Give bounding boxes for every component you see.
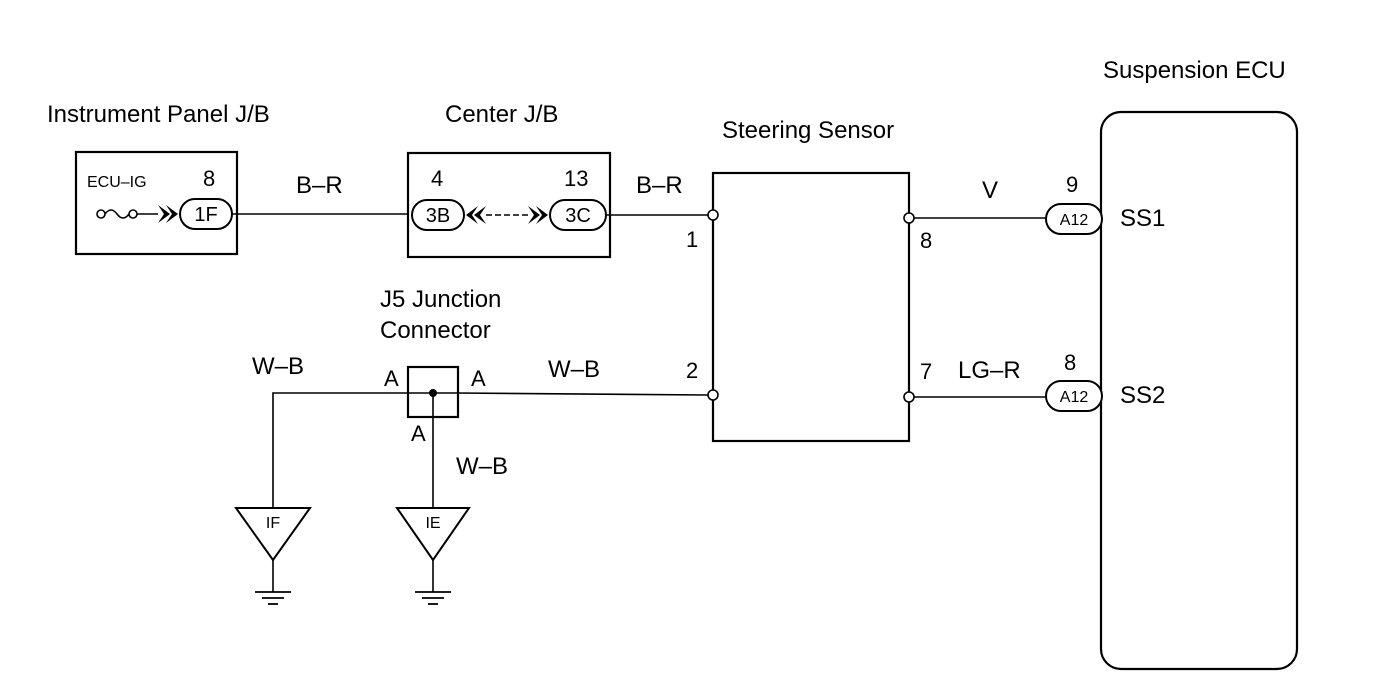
instrument-panel-jb-box [74, 150, 239, 256]
center-jb-pin-13: 13 [564, 166, 588, 191]
wire-label-w-b-if: W–B [252, 353, 304, 380]
junction-title-line2: Connector [380, 317, 491, 344]
ecu-ss1-label: SS1 [1120, 205, 1165, 232]
ground-if: IF [234, 507, 312, 605]
ground-ie-triangle [395, 507, 471, 562]
steering-sensor-title: Steering Sensor [722, 117, 894, 144]
ecu-pin-8: 8 [1064, 350, 1076, 375]
ground-if-triangle [234, 507, 312, 562]
steering-sensor-box [711, 171, 911, 443]
j5-junction-connector: J5 Junction Connector A A A [380, 286, 501, 446]
center-jb-box [406, 151, 612, 259]
ground-ie-label: IE [425, 515, 440, 532]
wire-label-w-b-sensor: W–B [548, 356, 600, 383]
suspension-ecu-title: Suspension ECU [1103, 57, 1286, 84]
wire-label-v: V [982, 177, 998, 204]
ground-ie: IE [395, 507, 471, 605]
ground-icon [415, 591, 451, 605]
center-jb-title: Center J/B [445, 101, 558, 128]
ecu-ig-fuse-label: ECU–IG [87, 174, 147, 191]
wire-label-lg-r: LG–R [958, 357, 1021, 384]
ground-if-label: IF [266, 515, 280, 532]
sensor-pin-8: 8 [920, 228, 932, 253]
wire-junction-to-if [272, 392, 408, 508]
connector-3b-label: 3B [426, 205, 450, 227]
sensor-pin-1: 1 [686, 227, 698, 252]
junction-terminal-bottom: A [411, 421, 426, 446]
ground-icon [255, 591, 291, 605]
junction-terminal-left: A [384, 366, 399, 391]
connector-a12-ss2-label: A12 [1060, 389, 1089, 406]
fuse-icon [96, 209, 158, 219]
instrument-panel-jb-title: Instrument Panel J/B [47, 101, 270, 128]
junction-terminal-right: A [471, 366, 486, 391]
instrument-panel-jb: Instrument Panel J/B ECU–IG 8 1F [47, 101, 270, 256]
connector-1f-label: 1F [194, 204, 217, 226]
wire-label-w-b-ie: W–B [456, 453, 508, 480]
sensor-pin-2: 2 [686, 358, 698, 383]
ecu-ss2-label: SS2 [1120, 382, 1165, 409]
ecu-pin-9: 9 [1066, 172, 1078, 197]
connector-arrow-icon [158, 205, 178, 223]
sensor-pin-7: 7 [920, 359, 932, 384]
ip-jb-pin-8: 8 [203, 166, 215, 191]
wire-label-b-r-2: B–R [636, 172, 683, 199]
wire-label-b-r-1: B–R [296, 172, 343, 199]
connector-a12-ss2 [1045, 380, 1103, 412]
connector-a12-ss1 [1045, 203, 1103, 235]
connector-a12-ss1-label: A12 [1060, 212, 1089, 229]
connector-arrow-icon [466, 206, 548, 224]
wire-junction-to-sensor [457, 392, 709, 396]
sensor-terminal-8 [903, 212, 915, 224]
center-jb-pin-4: 4 [431, 166, 443, 191]
sensor-terminal-7 [903, 391, 915, 403]
suspension-ecu: Suspension ECU 9 A12 SS1 8 A12 SS2 [1045, 57, 1299, 671]
steering-sensor: Steering Sensor 1 2 8 7 [686, 117, 932, 443]
connector-3b [411, 199, 465, 231]
sensor-terminal-2 [707, 389, 719, 401]
sensor-terminal-1 [707, 209, 719, 221]
junction-title-line1: J5 Junction [380, 286, 501, 313]
center-jb: Center J/B 4 13 3B 3C [406, 101, 612, 259]
connector-3c-label: 3C [565, 205, 591, 227]
